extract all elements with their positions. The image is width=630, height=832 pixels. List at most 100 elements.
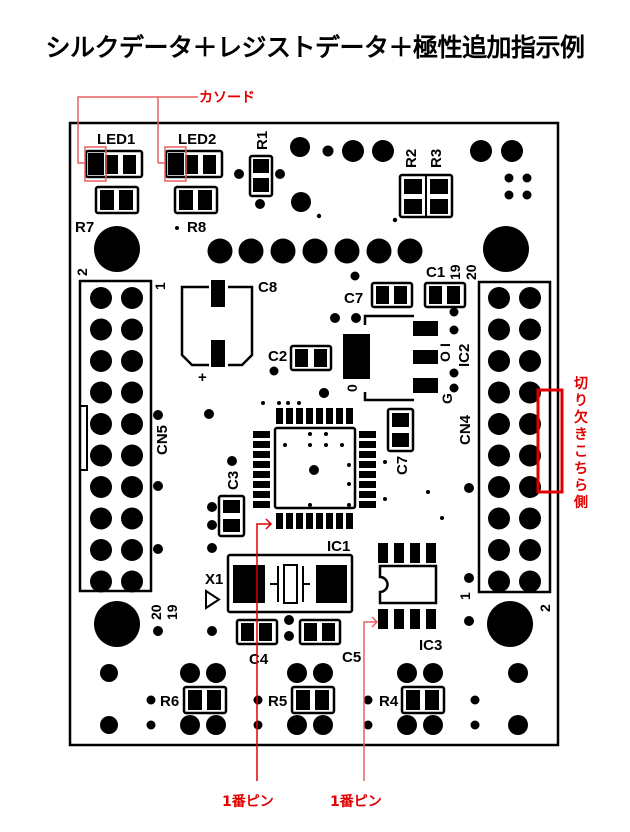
r6-footprint [182, 685, 228, 715]
x1-polarity-triangle [205, 589, 221, 610]
connector-pin [519, 287, 541, 309]
connector-pin [519, 570, 541, 593]
page-title: シルクデータ＋レジストデータ＋極性追加指示例 [45, 33, 585, 62]
r7-label: R7 [75, 219, 94, 236]
c1-label: C1 [426, 264, 445, 281]
connector-pin [488, 381, 510, 404]
ic1-pad [296, 408, 303, 424]
ic1-pad [336, 408, 343, 424]
led2-cathode-marker [164, 146, 187, 182]
ic1-pad [253, 441, 270, 448]
notch-marker [536, 388, 564, 494]
ic1-pad [253, 491, 270, 498]
r5-footprint [290, 685, 336, 715]
cn4-pin2-label: 2 [537, 604, 553, 612]
cn5-side-vias [153, 410, 163, 636]
c1-footprint [423, 281, 467, 309]
c8-footprint [180, 285, 254, 367]
ic1-pad [253, 461, 270, 468]
ic1-pad [253, 451, 270, 458]
led1-footprint [84, 149, 144, 179]
ic1-pad [326, 408, 333, 424]
ic1-pad [253, 481, 270, 488]
connector-pin [519, 507, 541, 530]
connector-pin [121, 381, 143, 404]
connector-pin [488, 287, 510, 309]
connector-pin [121, 507, 143, 530]
pad-row [207, 238, 423, 281]
r2-r3-footprint [398, 173, 454, 219]
connector-pin [519, 476, 541, 498]
ic2-g-pin-label: G [439, 393, 455, 404]
cn4-side-vias [464, 483, 474, 626]
ic2-label: IC2 [456, 344, 473, 367]
cn4-pin19-label: 19 [447, 264, 463, 280]
c8-plus-label: + [198, 369, 207, 386]
ic1-pad [276, 408, 283, 424]
pin1-left-label: 1番ピン [222, 793, 274, 810]
ic1-footprint [204, 388, 444, 529]
cn5-connector [78, 279, 153, 593]
r5-label: R5 [268, 693, 287, 710]
ic1-pad [359, 481, 376, 488]
ic1-pad [306, 408, 313, 424]
ic1-pad [359, 461, 376, 468]
r3-label: R3 [428, 149, 445, 168]
ic1-pad [359, 471, 376, 478]
connector-pin [488, 539, 510, 561]
r4-label: R4 [379, 693, 399, 710]
ic1-pad [359, 451, 376, 458]
connector-pin [121, 570, 143, 593]
c5-footprint [284, 615, 342, 646]
connector-pin [121, 413, 143, 435]
c3-footprint [207, 456, 246, 553]
connector-pin [121, 539, 143, 561]
connector-pin [488, 476, 510, 498]
pin1-annotation-right [363, 616, 379, 781]
ic1-label: IC1 [327, 538, 350, 555]
led1-cathode-marker [84, 146, 107, 182]
cn4-pin20-label: 20 [463, 264, 479, 280]
ic1-pad [286, 408, 293, 424]
connector-pin [121, 350, 143, 372]
ic1-pad [253, 431, 270, 438]
cn4-label: CN4 [457, 414, 474, 445]
bottom-pads [100, 626, 528, 735]
x1-footprint [226, 553, 354, 614]
r6-label: R6 [160, 693, 179, 710]
connector-pin [90, 476, 112, 498]
ic3-label: IC3 [419, 637, 442, 654]
c3-label: C3 [225, 471, 242, 490]
connector-pin [90, 507, 112, 530]
c2-footprint [289, 344, 333, 372]
connector-pin [488, 570, 510, 593]
connector-pin [90, 287, 112, 309]
connector-pin [90, 539, 112, 561]
led2-footprint [164, 149, 224, 179]
led2-label: LED2 [178, 131, 216, 148]
r8-footprint [173, 185, 219, 215]
pin1-annotation-left [256, 518, 273, 781]
r8-label: R8 [187, 219, 206, 236]
cathode-label: カソード [199, 90, 255, 106]
connector-pin [519, 444, 541, 467]
pin1-right-label: 1番ピン [330, 793, 382, 810]
c7-top-footprint [370, 281, 414, 309]
r2-label: R2 [403, 149, 420, 168]
c7-top-label: C7 [344, 290, 363, 307]
ic1-pad [316, 513, 323, 529]
connector-pin [90, 413, 112, 435]
c7-right-label: C7 [394, 456, 411, 475]
c8-label: C8 [258, 279, 277, 296]
cn5-pin19-label: 19 [164, 604, 180, 620]
c2-label: C2 [268, 348, 287, 365]
ic1-pad [359, 441, 376, 448]
notch-side-label: 切り欠きこちら側 [573, 376, 588, 511]
connector-pin [488, 507, 510, 530]
ic1-pad [359, 501, 376, 508]
r1-footprint [234, 154, 285, 209]
connector-pin [519, 318, 541, 341]
ic1-pad [336, 513, 343, 529]
cn4-pin1-label: 1 [457, 592, 473, 600]
